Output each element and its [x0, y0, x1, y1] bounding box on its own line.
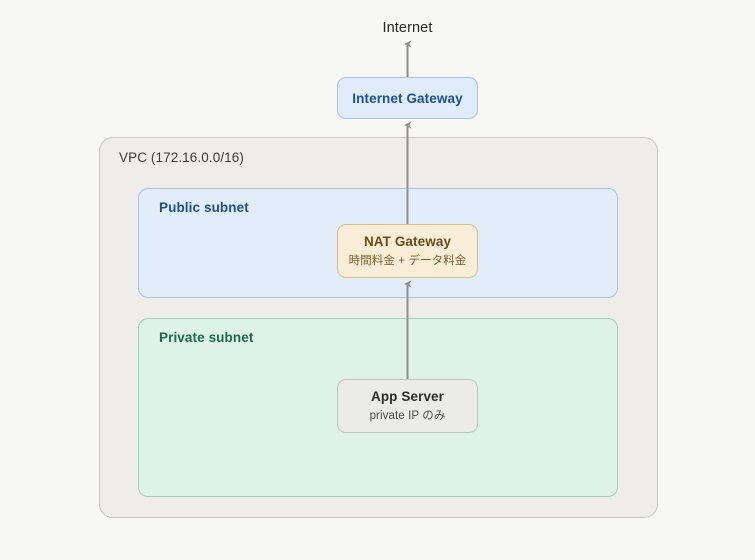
- internet-label: Internet: [382, 20, 433, 36]
- app-server-title: App Server: [370, 389, 445, 404]
- internet-gateway-title: Internet Gateway: [352, 90, 463, 106]
- nat-gateway-subtitle: 時間料金 + データ料金: [348, 255, 467, 267]
- node-nat-gateway[interactable]: NAT Gateway 時間料金 + データ料金: [337, 224, 478, 278]
- private-subnet-label: Private subnet: [159, 330, 254, 345]
- vpc-label: VPC (172.16.0.0/16): [119, 150, 244, 165]
- public-subnet-label: Public subnet: [159, 200, 249, 215]
- nat-gateway-title: NAT Gateway: [363, 234, 452, 249]
- app-server-subtitle: private IP のみ: [369, 410, 446, 422]
- node-internet-gateway[interactable]: Internet Gateway: [337, 77, 478, 119]
- node-app-server[interactable]: App Server private IP のみ: [337, 379, 478, 433]
